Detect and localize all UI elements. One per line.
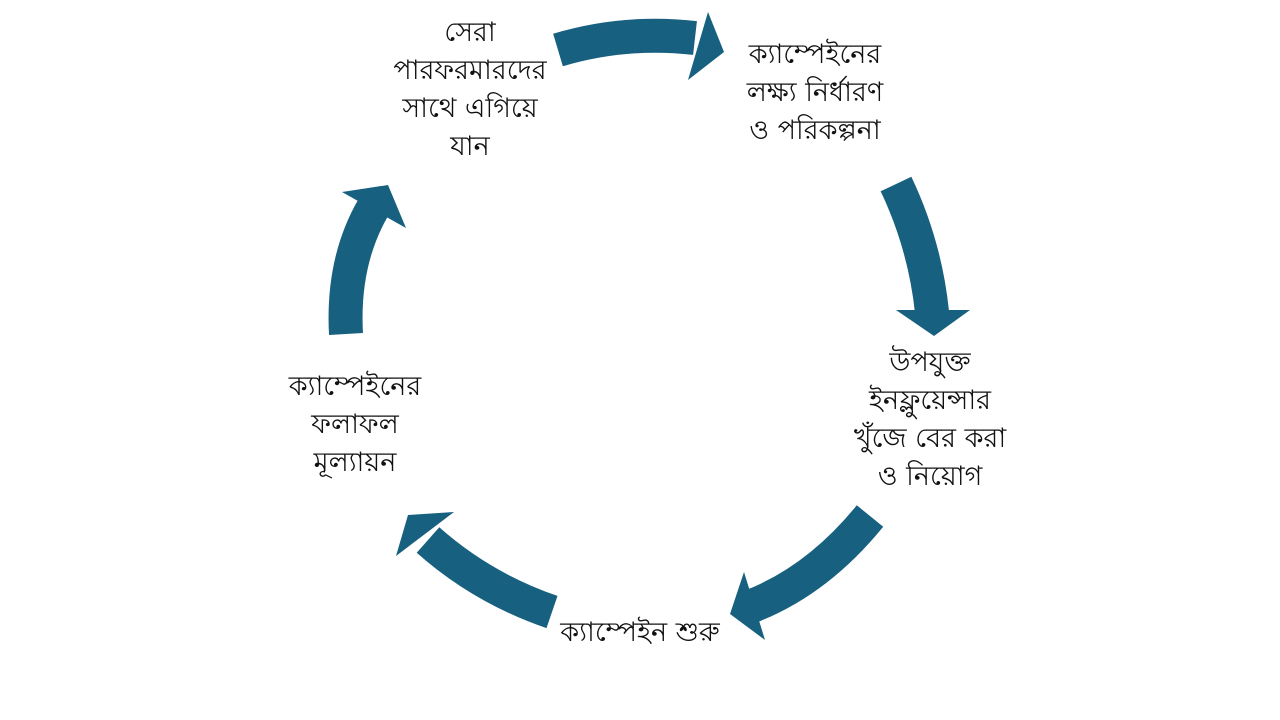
arrow-step2-to-step3 xyxy=(730,505,884,640)
arrow-step4-to-step5-head xyxy=(342,185,406,228)
arrow-step5-to-step1-head xyxy=(688,12,724,80)
arrow-step3-to-step4-head xyxy=(396,512,454,556)
step-2-label: উপযুক্ত ইনফ্লুয়েন্সার খুঁজে বের করা ও ন… xyxy=(853,347,1007,492)
step-1-label: ক্যাম্পেইনের লক্ষ্য নির্ধারণ ও পরিকল্পনা xyxy=(746,39,884,146)
arrow-step1-to-step2 xyxy=(880,176,970,336)
arrow-step4-to-step5 xyxy=(328,185,406,335)
arrow-step2-to-step3-shaft xyxy=(745,505,884,622)
arrow-step5-to-step1-shaft xyxy=(553,18,697,67)
step-3-label: ক্যাম্পেইন শুরু xyxy=(560,617,720,648)
arrow-step3-to-step4-shaft xyxy=(416,527,558,629)
arrow-step1-to-step2-shaft xyxy=(880,176,949,314)
arrow-step3-to-step4 xyxy=(396,512,558,629)
step-4-label: ক্যাম্পেইনের ফলাফল মূল্যায়ন xyxy=(288,371,422,478)
arrow-step1-to-step2-head xyxy=(896,310,970,336)
arrow-step4-to-step5-shaft xyxy=(328,199,388,335)
step-5-label: সেরা পারফরমারদের সাথে এগিয়ে যান xyxy=(393,17,547,162)
arrow-step2-to-step3-head xyxy=(730,572,765,640)
arrow-step5-to-step1 xyxy=(553,12,724,80)
